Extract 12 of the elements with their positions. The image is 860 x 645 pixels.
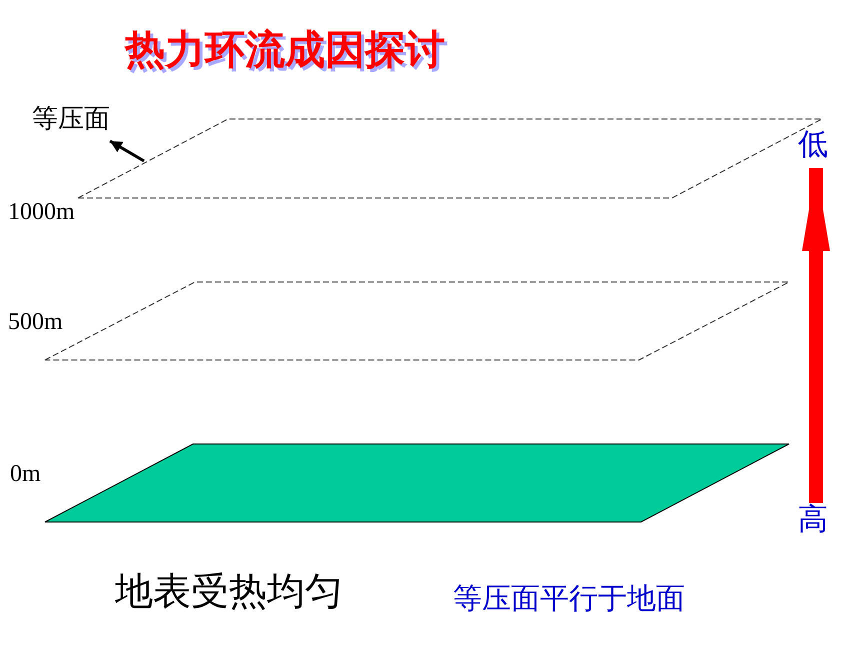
- title: 热力环流成因探讨: [125, 30, 445, 70]
- height-label: 1000m: [8, 200, 75, 224]
- pressure-label: 低: [798, 130, 828, 160]
- caption-text: 等压面平行于地面: [453, 584, 685, 613]
- arrow: [802, 168, 830, 503]
- height-label: 500m: [8, 310, 63, 334]
- ground-surface: [45, 444, 789, 522]
- leader-line: [109, 140, 145, 162]
- callout-label: 等压面: [32, 106, 110, 132]
- height-label: 0m: [10, 462, 41, 486]
- pressure-label: 高: [798, 505, 828, 535]
- caption-text: 地表受热均匀: [115, 572, 343, 610]
